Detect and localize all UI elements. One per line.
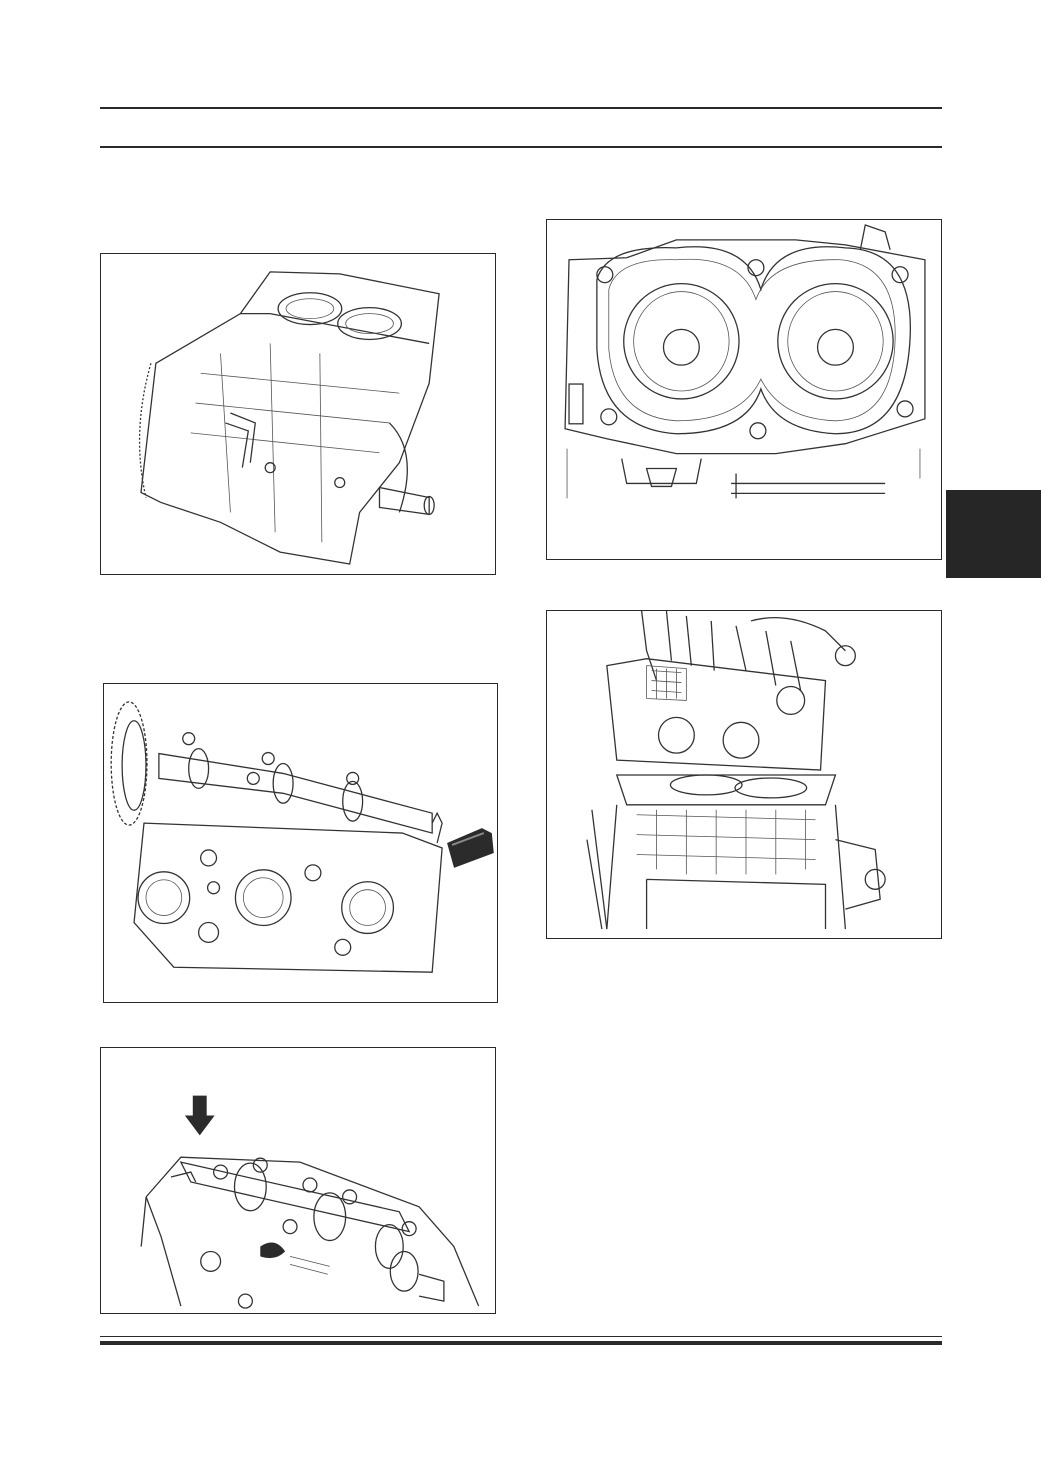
footer-rule-thin [100,1336,942,1337]
figure-cylinder-head-install [546,610,942,939]
figure-head-gasket [546,219,942,560]
header-rule-top [100,107,942,109]
chapter-tab [946,490,1041,578]
cylinder-head-camshaft-icon [110,701,494,973]
footer-rule-thick [100,1341,942,1345]
figure-cylinder-head-camshaft [103,683,498,1003]
figure-engine-block [100,253,496,575]
header-rule-bottom [100,146,942,148]
cylinder-head-installation-icon [586,611,886,930]
camshaft-cap-arrow-icon [140,1095,480,1309]
figure-camshaft-cap [100,1047,496,1314]
cylinder-head-gasket-icon [564,224,926,499]
engine-block-icon [138,271,440,565]
